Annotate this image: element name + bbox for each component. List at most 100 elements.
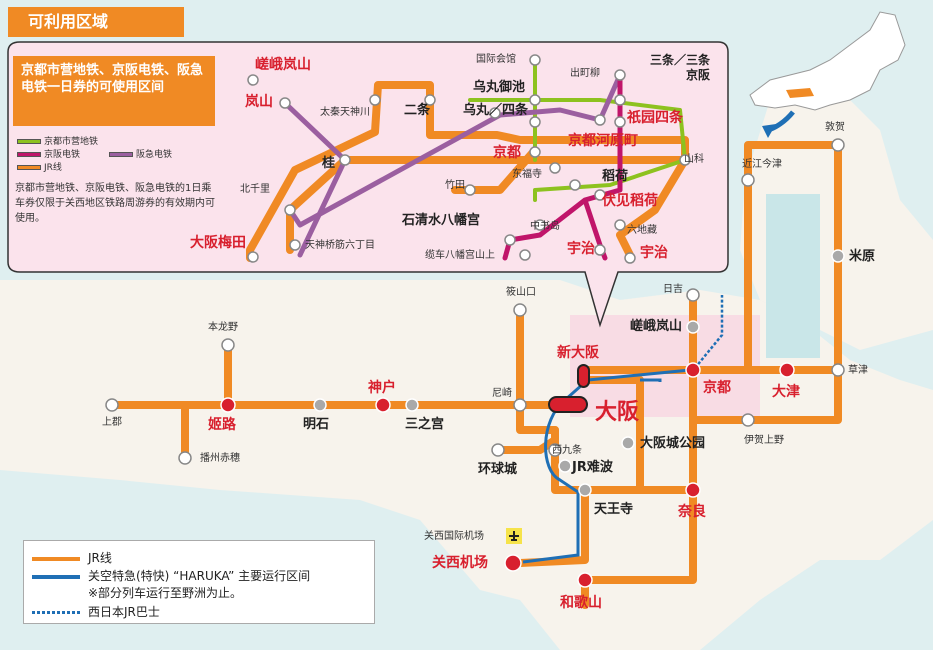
- station-dot: [594, 189, 606, 201]
- station-dot: [491, 443, 505, 457]
- label-kamigori: 上郡: [102, 417, 122, 428]
- haruka-route-3: [640, 378, 662, 382]
- station-dot: [614, 69, 626, 81]
- osaka-station-marker: [548, 396, 588, 413]
- station-dot: [779, 362, 795, 378]
- station-dot: [594, 114, 606, 126]
- station-dot: [375, 397, 391, 413]
- station-dot: [369, 94, 381, 106]
- station-dot: [464, 184, 476, 196]
- station-dot: [569, 179, 581, 191]
- station-dot: [519, 249, 531, 261]
- lake-biwa: [766, 194, 820, 358]
- station-dot: [686, 320, 700, 334]
- label-sasayamaguchi: 筱山口: [506, 287, 536, 298]
- station-dot: [577, 572, 593, 588]
- label-gion: 祇园四条: [627, 110, 683, 126]
- station-dot: [578, 483, 592, 497]
- label-kokusai: 国际会馆: [476, 54, 516, 65]
- label-amagasaki: 尼崎: [492, 388, 512, 399]
- station-dot: [831, 249, 845, 263]
- legend-haruka: 关空特急(特快) “HARUKA” 主要运行区间: [32, 567, 310, 584]
- label-kix-airport: 关西国际机场: [424, 531, 484, 542]
- label-iwashimizu: 石清水八幡宫: [402, 213, 481, 228]
- haruka-route-1: [587, 368, 691, 382]
- station-dot: [549, 162, 561, 174]
- jr-fukuchiyama-line: [516, 306, 559, 434]
- label-maibara: 米原: [849, 249, 876, 264]
- label-fushimi-inari: 伏见稻荷: [602, 193, 658, 209]
- station-dot: [529, 116, 541, 128]
- label-banshu-ako: 播州赤穗: [200, 453, 240, 464]
- shin-osaka-station-marker: [577, 364, 590, 388]
- label-nijo: 二条: [404, 103, 431, 118]
- station-dot: [831, 138, 845, 152]
- legend-bus: 西日本JR巴士: [32, 603, 160, 620]
- label-kawaramachi: 京都河原町: [568, 133, 638, 149]
- label-kyoto: 京都: [703, 380, 731, 396]
- label-kuzuha: 缆车八幡宫山上: [425, 250, 495, 261]
- inset-legend-hankyu: 阪急电铁: [109, 147, 172, 160]
- station-dot: [741, 173, 755, 187]
- jr-kix-line: [516, 486, 589, 567]
- station-dot: [614, 219, 626, 231]
- label-karasuma-oike: 乌丸御池: [473, 80, 526, 95]
- station-dot: [220, 397, 236, 413]
- label-hontatsuno: 本龙野: [208, 322, 238, 333]
- label-universal: 环球城: [478, 462, 518, 477]
- zoom-arrow-head: [762, 124, 776, 138]
- japan-minimap: [749, 11, 906, 111]
- station-dot: [686, 288, 700, 302]
- label-hiyoshi: 日吉: [663, 284, 683, 295]
- label-tsuruga: 敦贺: [825, 122, 845, 133]
- legend-haruka-note: ※部分列车运行至野洲为止。: [88, 586, 243, 600]
- label-yamashina: 山科: [684, 154, 704, 165]
- station-dot: [685, 362, 701, 378]
- station-dot: [621, 436, 635, 450]
- label-nara: 奈良: [678, 504, 706, 520]
- station-dot: [614, 94, 626, 106]
- label-osaka: 大阪: [595, 400, 640, 425]
- inset-legend-keihan: 京阪电铁: [17, 147, 80, 160]
- label-kyoto-inset: 京都: [493, 145, 521, 161]
- station-dot: [489, 107, 501, 119]
- station-dot: [405, 398, 419, 412]
- label-kitasenri: 北千里: [240, 184, 270, 195]
- jr-bus-route: [694, 295, 724, 369]
- label-otsu: 大津: [772, 384, 800, 400]
- label-osaka-umeda: 大阪梅田: [190, 235, 246, 251]
- label-shijo: 乌丸／四条: [463, 103, 529, 118]
- jr-yumesaki-line: [496, 436, 559, 454]
- label-takeda: 竹田: [445, 180, 465, 191]
- inset-jr-uji: [616, 156, 689, 259]
- label-tofukuji: 东福寺: [512, 169, 542, 180]
- inset-lines: [246, 58, 689, 262]
- inset-hankyu-1: [287, 72, 623, 228]
- station-dot: [105, 398, 119, 412]
- station-dot: [529, 94, 541, 106]
- label-rokujizo: 六地藏: [627, 225, 657, 236]
- label-tennoji: 天王寺: [594, 502, 634, 517]
- label-inari: 稻荷: [602, 169, 629, 184]
- label-akashi: 明石: [303, 417, 330, 432]
- label-demachi: 出町柳: [570, 68, 600, 79]
- label-nishikujo: 西九条: [552, 445, 582, 456]
- station-dot: [424, 94, 436, 106]
- label-uzumasa: 太秦天神川: [320, 107, 370, 118]
- label-iga-ueno: 伊贺上野: [744, 435, 784, 446]
- station-dot: [513, 398, 527, 412]
- station-dot: [548, 443, 562, 457]
- label-tenjinbashi: 天神桥筋六丁目: [305, 240, 375, 251]
- inset-legend-jr: JR线: [17, 160, 62, 173]
- label-omiimazu: 近江今津: [742, 159, 782, 170]
- page-title: 可利用区域: [8, 7, 184, 37]
- station-dot: [529, 54, 541, 66]
- label-kobe: 神户: [368, 380, 396, 396]
- label-jr-namba: JR难波: [572, 460, 613, 475]
- map-legend: JR线 关空特急(特快) “HARUKA” 主要运行区间 ※部分列车运行至野洲为…: [23, 540, 375, 624]
- main-stations-gray: [313, 249, 845, 497]
- inset-stations: [247, 54, 691, 264]
- label-wakayama: 和歌山: [560, 595, 602, 611]
- inset-legend-subway: 京都市营地铁: [17, 134, 98, 147]
- station-dot: [221, 338, 235, 352]
